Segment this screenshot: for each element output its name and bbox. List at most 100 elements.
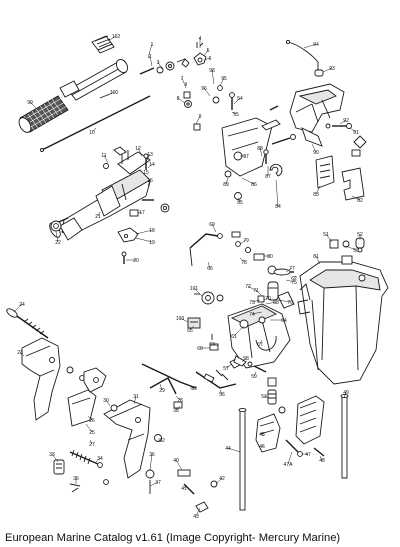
callout-labels: 1021234567891011121314151617181920212223…	[13, 34, 363, 520]
callout-82: 82	[357, 198, 363, 204]
leader-line-43	[195, 507, 201, 517]
callout-24: 24	[19, 302, 25, 308]
callout-18: 18	[149, 228, 155, 234]
leader-line-17	[137, 211, 143, 214]
callout-2: 2	[149, 54, 152, 60]
callout-70: 70	[265, 296, 271, 302]
throttle-grip	[18, 95, 69, 133]
leader-line-102	[107, 35, 117, 42]
leader-line-5	[203, 49, 209, 57]
callout-61: 61	[231, 334, 237, 340]
callout-36: 36	[149, 452, 155, 458]
leader-line-18	[135, 229, 153, 235]
callout-45: 45	[259, 432, 265, 438]
callout-75: 75	[291, 280, 297, 286]
leader-line-27	[89, 439, 93, 445]
callout-14: 14	[149, 162, 155, 168]
callout-37: 37	[155, 480, 161, 486]
callout-73: 73	[249, 300, 255, 306]
leader-line-81	[315, 255, 321, 265]
leader-line-85	[237, 197, 241, 203]
leader-line-103	[179, 317, 189, 323]
leader-line-9	[195, 115, 201, 125]
clip-82	[341, 167, 365, 201]
leader-line-57	[225, 363, 233, 369]
leader-line-42	[215, 477, 223, 485]
swivel-bracket	[289, 83, 345, 133]
tube-49	[341, 395, 348, 479]
callout-58: 58	[243, 356, 249, 362]
callout-66: 66	[207, 266, 213, 272]
knob-83	[315, 155, 335, 189]
callout-90: 90	[313, 150, 319, 156]
callout-52: 52	[357, 232, 363, 238]
leader-line-78	[239, 257, 245, 263]
leader-line-67	[259, 339, 263, 345]
leader-line-54	[233, 97, 241, 105]
leader-line-59	[253, 371, 257, 377]
leader-line-21	[97, 211, 101, 217]
leader-line-1	[147, 43, 153, 59]
leader-line-36	[149, 453, 153, 471]
callout-21: 21	[95, 214, 101, 220]
callout-77: 77	[289, 266, 295, 272]
callout-60: 60	[197, 346, 203, 352]
callout-98: 98	[209, 68, 215, 74]
transom-clamp-assembly	[6, 308, 325, 513]
leader-line-26	[87, 415, 93, 421]
callout-56: 56	[219, 392, 225, 398]
leader-line-56	[219, 389, 223, 395]
stern-bracket-assembly	[183, 39, 367, 201]
callout-39: 39	[191, 386, 197, 392]
leader-line-48	[319, 455, 323, 461]
leader-line-53	[263, 395, 269, 399]
callout-5: 5	[207, 48, 210, 54]
callout-97: 97	[243, 154, 249, 160]
callout-17: 17	[139, 210, 145, 216]
callout-22: 22	[55, 240, 61, 246]
callout-89: 89	[223, 182, 229, 188]
rod-44	[239, 409, 246, 511]
leader-line-68	[265, 301, 277, 305]
leader-line-66	[207, 261, 211, 269]
tiller-handle-assembly	[18, 35, 207, 152]
leader-line-98	[211, 69, 215, 85]
callout-101: 101	[190, 286, 199, 292]
callout-88: 88	[257, 146, 263, 152]
callout-51: 51	[323, 232, 329, 238]
callout-47: 47	[305, 452, 311, 458]
leader-line-65	[189, 325, 195, 331]
leader-line-84	[275, 179, 279, 207]
callout-6: 6	[209, 56, 212, 62]
callout-4: 4	[199, 36, 202, 42]
callout-3: 3	[157, 60, 160, 66]
leader-line-96	[203, 87, 211, 97]
callout-7: 7	[181, 76, 184, 82]
leader-line-11	[103, 154, 109, 164]
leader-line-63	[211, 343, 219, 347]
callout-19: 19	[149, 240, 155, 246]
leader-line-22	[55, 231, 59, 243]
leader-line-31	[133, 395, 137, 405]
callout-44: 44	[225, 446, 231, 452]
leader-line-7	[181, 77, 187, 89]
callout-50: 50	[353, 248, 359, 254]
drive-shaft-housing	[297, 237, 389, 479]
callout-10: 10	[89, 130, 95, 136]
callout-16: 16	[147, 178, 153, 184]
leader-line-74	[251, 311, 263, 315]
throttle-shaft	[41, 95, 151, 151]
callout-42: 42	[219, 476, 225, 482]
callout-80: 80	[267, 254, 273, 260]
leader-line-79	[239, 239, 247, 245]
leader-line-45	[261, 433, 265, 437]
callout-103: 103	[176, 316, 185, 322]
callout-35: 35	[73, 476, 79, 482]
callout-64: 64	[281, 318, 287, 324]
leader-line-69	[211, 223, 217, 233]
callout-79: 79	[243, 238, 249, 244]
leader-line-99	[29, 101, 37, 109]
leader-line-34	[95, 457, 101, 463]
callout-81: 81	[313, 254, 319, 260]
